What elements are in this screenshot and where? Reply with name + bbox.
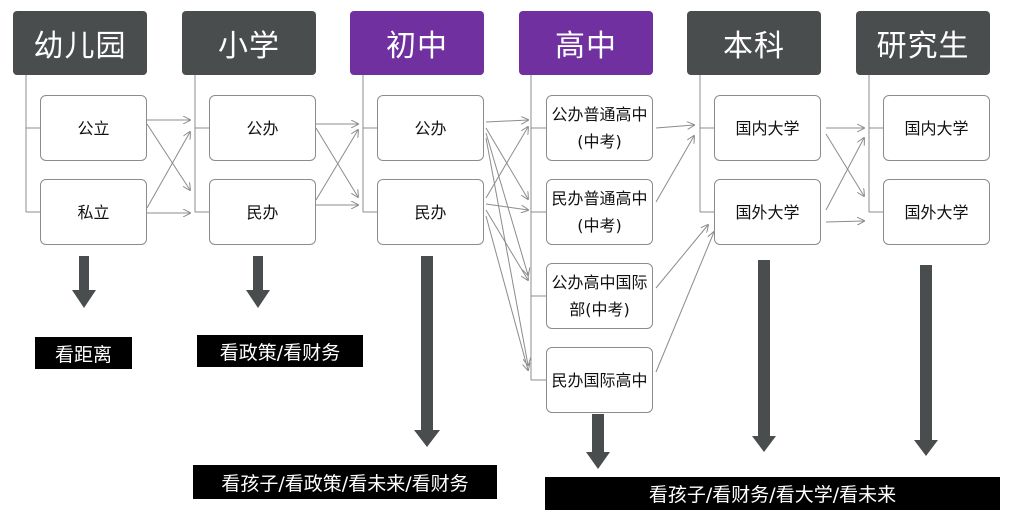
bracket-kindergarten — [25, 75, 40, 213]
node-label: 私立 — [77, 202, 110, 222]
bracket-junior — [362, 75, 377, 213]
header-junior: 初中 — [350, 11, 484, 75]
node-label: 公办高中国际部(中考) — [551, 273, 648, 319]
node-postgrad-domestic: 国内大学 — [883, 95, 990, 161]
node-kindergarten-public: 公立 — [40, 95, 147, 161]
node-label: 民办 — [246, 202, 279, 222]
node-label: 国外大学 — [904, 202, 969, 222]
node-label: 国内大学 — [735, 118, 800, 138]
node-postgrad-foreign: 国外大学 — [883, 179, 990, 245]
node-label: 民办国际高中 — [551, 370, 648, 390]
down-arrow-junior-icon — [414, 256, 440, 447]
bracket-undergrad — [699, 75, 714, 213]
node-senior-public-intl: 公办高中国际部(中考) — [546, 263, 653, 329]
node-primary-public: 公办 — [209, 95, 316, 161]
label-junior: 看孩子/看政策/看未来/看财务 — [193, 465, 497, 499]
node-senior-public-regular: 公办普通高中(中考) — [546, 95, 653, 161]
bracket-senior — [530, 75, 546, 381]
node-label: 公立 — [77, 118, 110, 138]
down-arrow-postgrad-icon — [914, 265, 938, 456]
down-arrow-senior-icon — [586, 414, 610, 469]
node-label: 公办 — [414, 118, 447, 138]
node-undergrad-foreign: 国外大学 — [714, 179, 821, 245]
label-kindergarten: 看距离 — [35, 337, 132, 369]
header-kindergarten: 幼儿园 — [13, 11, 147, 75]
node-senior-private-intl: 民办国际高中 — [546, 347, 653, 413]
label-primary: 看政策/看财务 — [197, 335, 363, 367]
down-arrow-undergrad-icon — [752, 260, 776, 452]
node-undergrad-domestic: 国内大学 — [714, 95, 821, 161]
node-label: 民办 — [414, 202, 447, 222]
node-primary-private: 民办 — [209, 179, 316, 245]
node-junior-public: 公办 — [377, 95, 484, 161]
node-senior-private-regular: 民办普通高中(中考) — [546, 179, 653, 245]
node-label: 民办普通高中(中考) — [551, 189, 648, 235]
bracket-primary — [194, 75, 209, 213]
bracket-postgrad — [868, 75, 883, 213]
down-arrow-kindergarten-icon — [72, 256, 96, 308]
node-kindergarten-private: 私立 — [40, 179, 147, 245]
node-label: 国外大学 — [735, 202, 800, 222]
node-label: 国内大学 — [904, 118, 969, 138]
down-arrow-primary-icon — [246, 256, 270, 308]
node-label: 公办 — [246, 118, 279, 138]
label-senior-up: 看孩子/看财务/看大学/看未来 — [545, 477, 1000, 510]
header-undergrad: 本科 — [687, 11, 821, 75]
header-postgrad: 研究生 — [856, 11, 990, 75]
node-label: 公办普通高中(中考) — [551, 105, 648, 151]
header-senior: 高中 — [519, 11, 653, 75]
node-junior-private: 民办 — [377, 179, 484, 245]
header-primary: 小学 — [182, 11, 316, 75]
